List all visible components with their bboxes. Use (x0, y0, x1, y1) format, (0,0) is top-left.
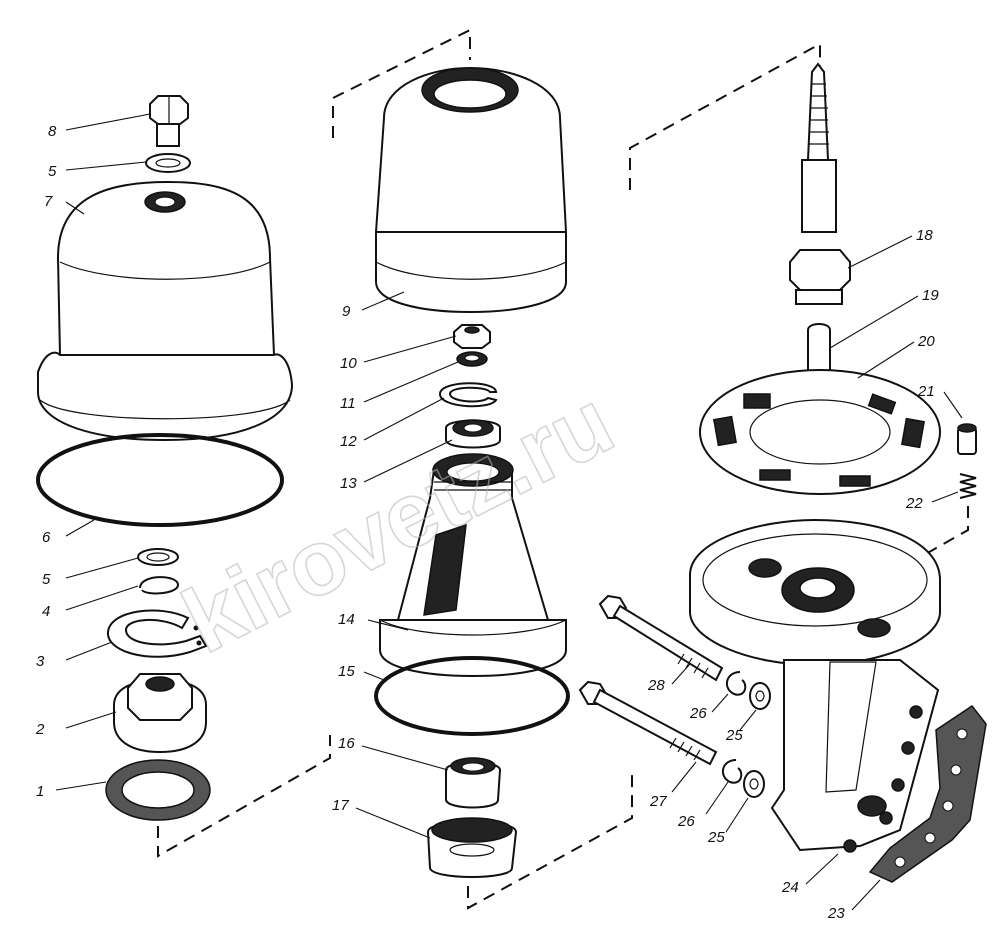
callout-24: 24 (781, 879, 799, 896)
callout-11: 11 (340, 395, 356, 412)
callout-27: 27 (649, 793, 667, 810)
callout-21: 21 (917, 383, 935, 400)
part-26-lock-washers (721, 671, 747, 784)
callout-14: 14 (338, 611, 355, 628)
part-28-bolt-long (598, 594, 724, 682)
callout-9: 9 (342, 303, 351, 320)
callout-5-upper: 5 (48, 163, 57, 180)
callout-16: 16 (338, 735, 355, 752)
callout-15: 15 (338, 663, 355, 680)
part-12-lock-ring (438, 382, 498, 408)
part-9-rotor-cover (374, 66, 568, 314)
part-18-axle-shaft (789, 62, 851, 305)
callout-13: 13 (340, 475, 357, 492)
part-3-snap-ring (106, 609, 208, 658)
callout-10: 10 (340, 355, 357, 372)
callout-12: 12 (340, 433, 357, 450)
callout-17: 17 (332, 797, 349, 814)
part-27-bolt-short (578, 680, 718, 766)
callout-25-lower: 25 (707, 829, 725, 846)
callout-26-upper: 26 (689, 705, 707, 722)
callout-25-upper: 25 (725, 727, 743, 744)
callout-6: 6 (42, 529, 51, 546)
part-10-nut (453, 324, 491, 349)
assembly-axis-left (157, 735, 331, 858)
part-24-housing (689, 518, 941, 853)
callout-26-lower: 26 (677, 813, 695, 830)
callout-20: 20 (917, 333, 935, 350)
part-5-lower-washer (137, 548, 179, 566)
part-21-screw (957, 423, 977, 455)
part-15-o-ring (374, 656, 570, 736)
assembly-axis-right (629, 42, 821, 190)
callout-22: 22 (905, 495, 923, 512)
leader-lines (55, 113, 963, 911)
callout-18: 18 (916, 227, 933, 244)
part-22-spring (959, 473, 977, 499)
callout-7: 7 (44, 193, 53, 210)
part-6-o-ring (36, 433, 284, 527)
callout-4: 4 (42, 603, 50, 620)
part-16-nozzle (445, 757, 502, 809)
callout-2: 2 (35, 721, 45, 738)
part-2-hex-nut (113, 673, 207, 754)
assembly-axis-top (332, 28, 471, 138)
callout-23: 23 (827, 905, 845, 922)
callout-19: 19 (922, 287, 939, 304)
part-17-cup (426, 817, 518, 878)
callout-8: 8 (48, 123, 57, 140)
callout-1: 1 (36, 783, 44, 800)
part-5-upper-washer (145, 153, 191, 173)
part-7-outer-cap (37, 180, 294, 442)
part-25-flat-washers (743, 682, 771, 798)
part-4-spring-washer (139, 576, 180, 595)
part-8-plug-bolt (149, 95, 189, 147)
callout-labels: 1 2 3 4 5 6 5 7 8 9 10 11 12 13 14 15 16… (35, 123, 939, 922)
callout-28: 28 (647, 677, 665, 694)
part-13-bearing (445, 419, 501, 449)
part-1-gasket (105, 759, 211, 821)
callout-3: 3 (36, 653, 45, 670)
assembly-axis-bottom (467, 775, 633, 910)
part-23-gasket (868, 704, 987, 883)
part-11-washer (456, 351, 488, 367)
callout-5-lower: 5 (42, 571, 51, 588)
part-20-plate (699, 369, 941, 495)
